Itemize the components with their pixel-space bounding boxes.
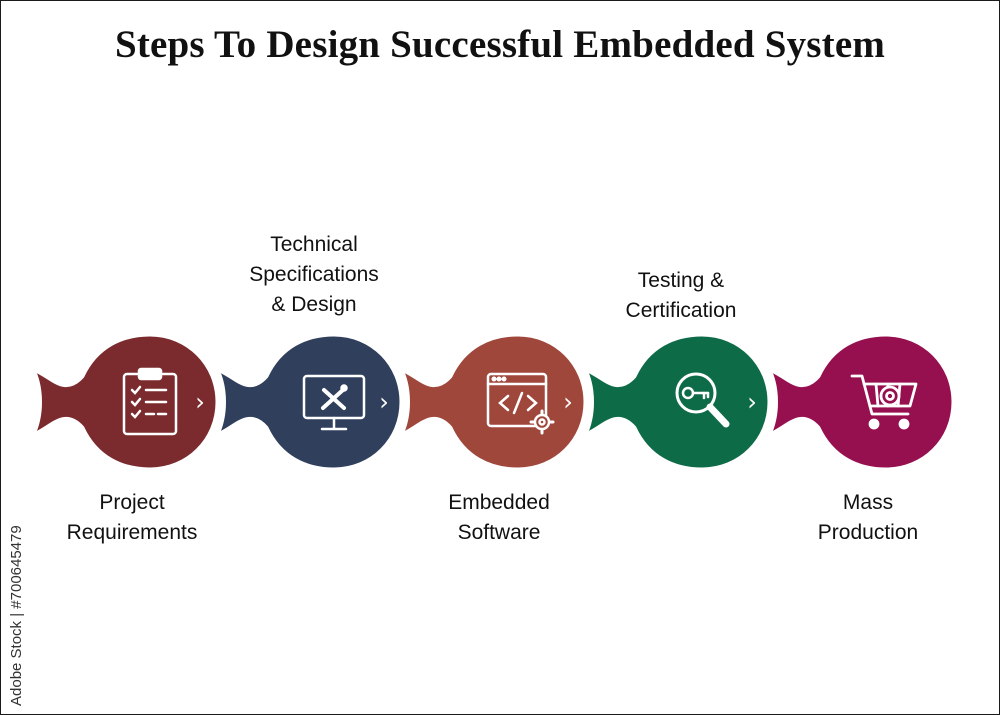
step-4-segment: ›: [584, 334, 770, 470]
step-3-segment: ›: [400, 334, 586, 470]
magnifier-key-icon: [675, 372, 730, 428]
step-5-segment: [768, 334, 954, 470]
diagram-title: Steps To Design Successful Embedded Syst…: [114, 23, 886, 66]
cart-gear-icon: [850, 374, 918, 430]
step-2-arrow: ›: [379, 388, 389, 416]
step-1-segment: ›: [32, 334, 218, 470]
stock-watermark: Adobe Stock | #700645479: [8, 525, 25, 706]
step-2-segment: ›: [216, 334, 402, 470]
monitor-design-tools-icon: [302, 374, 366, 431]
step-5-label: Mass Production: [817, 491, 919, 544]
step-1-arrow: ›: [195, 388, 205, 416]
code-window-gear-icon: [486, 372, 555, 435]
step-4-label: Testing & Certification: [625, 269, 737, 322]
step-3-arrow: ›: [563, 388, 573, 416]
clipboard-checklist-icon: [122, 367, 178, 436]
step-3-label: Embedded Software: [448, 491, 550, 544]
step-1-label: Project Requirements: [66, 491, 198, 544]
step-2-label: Technical Specifications & Design: [249, 233, 379, 316]
step-4-arrow: ›: [747, 388, 757, 416]
